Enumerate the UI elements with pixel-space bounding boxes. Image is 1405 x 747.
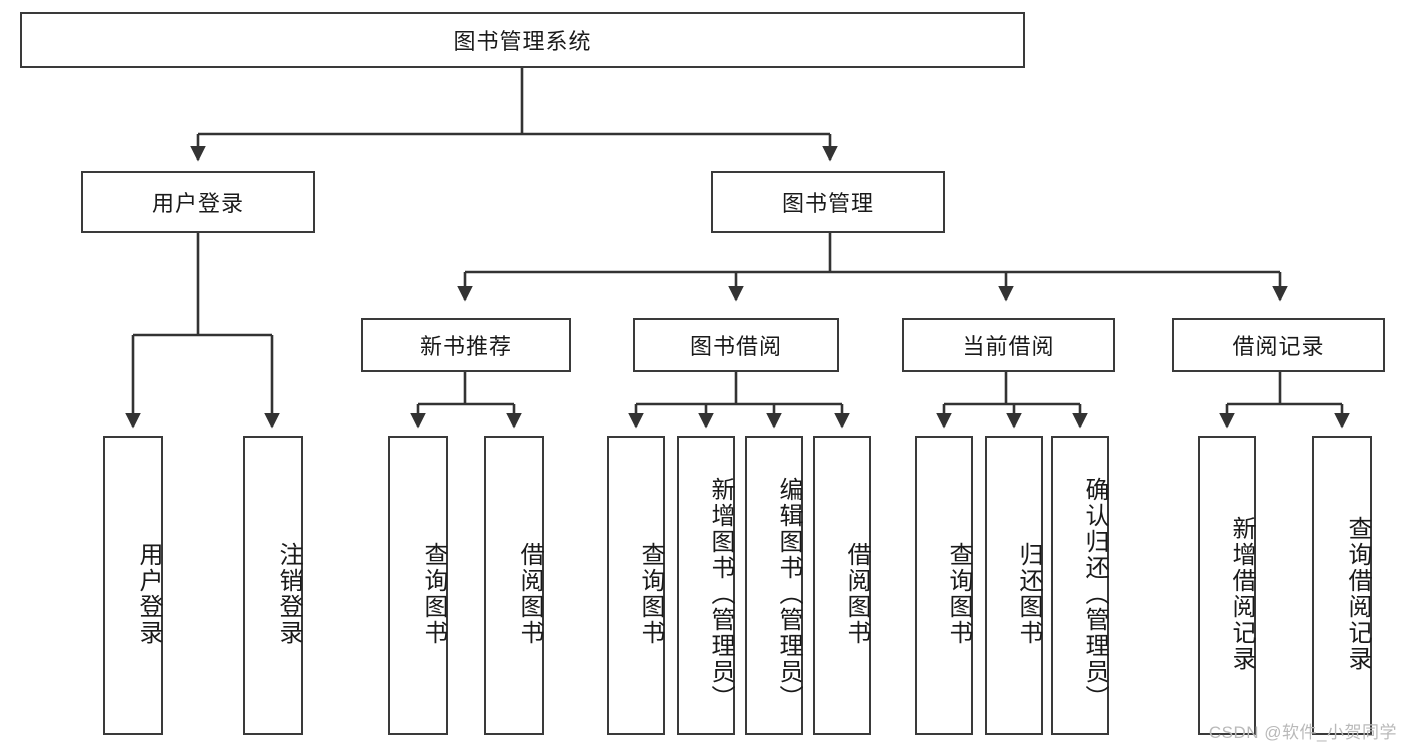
leaf-new-book-borrow-book[interactable]: 借阅图书 [484,436,544,735]
node-label: 图书借阅 [689,334,782,359]
node-label: 确认归还（管理员） [1081,476,1108,711]
node-book-borrow[interactable]: 图书借阅 [633,318,839,372]
node-label: 查询图书 [637,541,664,646]
node-label: 借阅图书 [843,541,870,646]
leaf-book-borrow-query-book[interactable]: 查询图书 [607,436,665,735]
leaf-borrow-record-query-record[interactable]: 查询借阅记录 [1312,436,1372,735]
leaf-user-login-login[interactable]: 用户登录 [103,436,163,735]
node-label: 借阅记录 [1232,334,1325,359]
node-label: 新增借阅记录 [1228,515,1255,672]
node-label: 用户登录 [135,541,162,646]
leaf-user-login-logout[interactable]: 注销登录 [243,436,303,735]
node-label: 用户登录 [151,191,244,216]
leaf-book-borrow-borrow-book[interactable]: 借阅图书 [813,436,871,735]
node-label: 查询借阅记录 [1344,515,1371,672]
node-label: 编辑图书（管理员） [775,476,802,711]
leaf-current-borrow-query-book[interactable]: 查询图书 [915,436,973,735]
node-new-book-recommend[interactable]: 新书推荐 [361,318,571,372]
leaf-book-borrow-edit-book-admin[interactable]: 编辑图书（管理员） [745,436,803,735]
node-label: 查询图书 [945,541,972,646]
node-root-book-management-system[interactable]: 图书管理系统 [20,12,1025,68]
csdn-watermark: CSDN @软件_小贺同学 [1208,723,1397,742]
leaf-book-borrow-add-book-admin[interactable]: 新增图书（管理员） [677,436,735,735]
node-user-login[interactable]: 用户登录 [81,171,315,233]
node-label: 图书管理系统 [453,29,592,54]
node-label: 图书管理 [781,191,874,216]
node-label: 归还图书 [1015,541,1042,646]
node-label: 新书推荐 [419,334,512,359]
leaf-current-borrow-confirm-return-admin[interactable]: 确认归还（管理员） [1051,436,1109,735]
node-label: 当前借阅 [962,334,1055,359]
leaf-borrow-record-add-record[interactable]: 新增借阅记录 [1198,436,1256,735]
node-book-management[interactable]: 图书管理 [711,171,945,233]
leaf-current-borrow-return-book[interactable]: 归还图书 [985,436,1043,735]
node-label: 借阅图书 [516,541,543,646]
node-label: 注销登录 [275,541,302,646]
node-label: 新增图书（管理员） [707,476,734,711]
node-current-borrow[interactable]: 当前借阅 [902,318,1115,372]
leaf-new-book-query-book[interactable]: 查询图书 [388,436,448,735]
node-label: 查询图书 [420,541,447,646]
node-borrow-record[interactable]: 借阅记录 [1172,318,1385,372]
